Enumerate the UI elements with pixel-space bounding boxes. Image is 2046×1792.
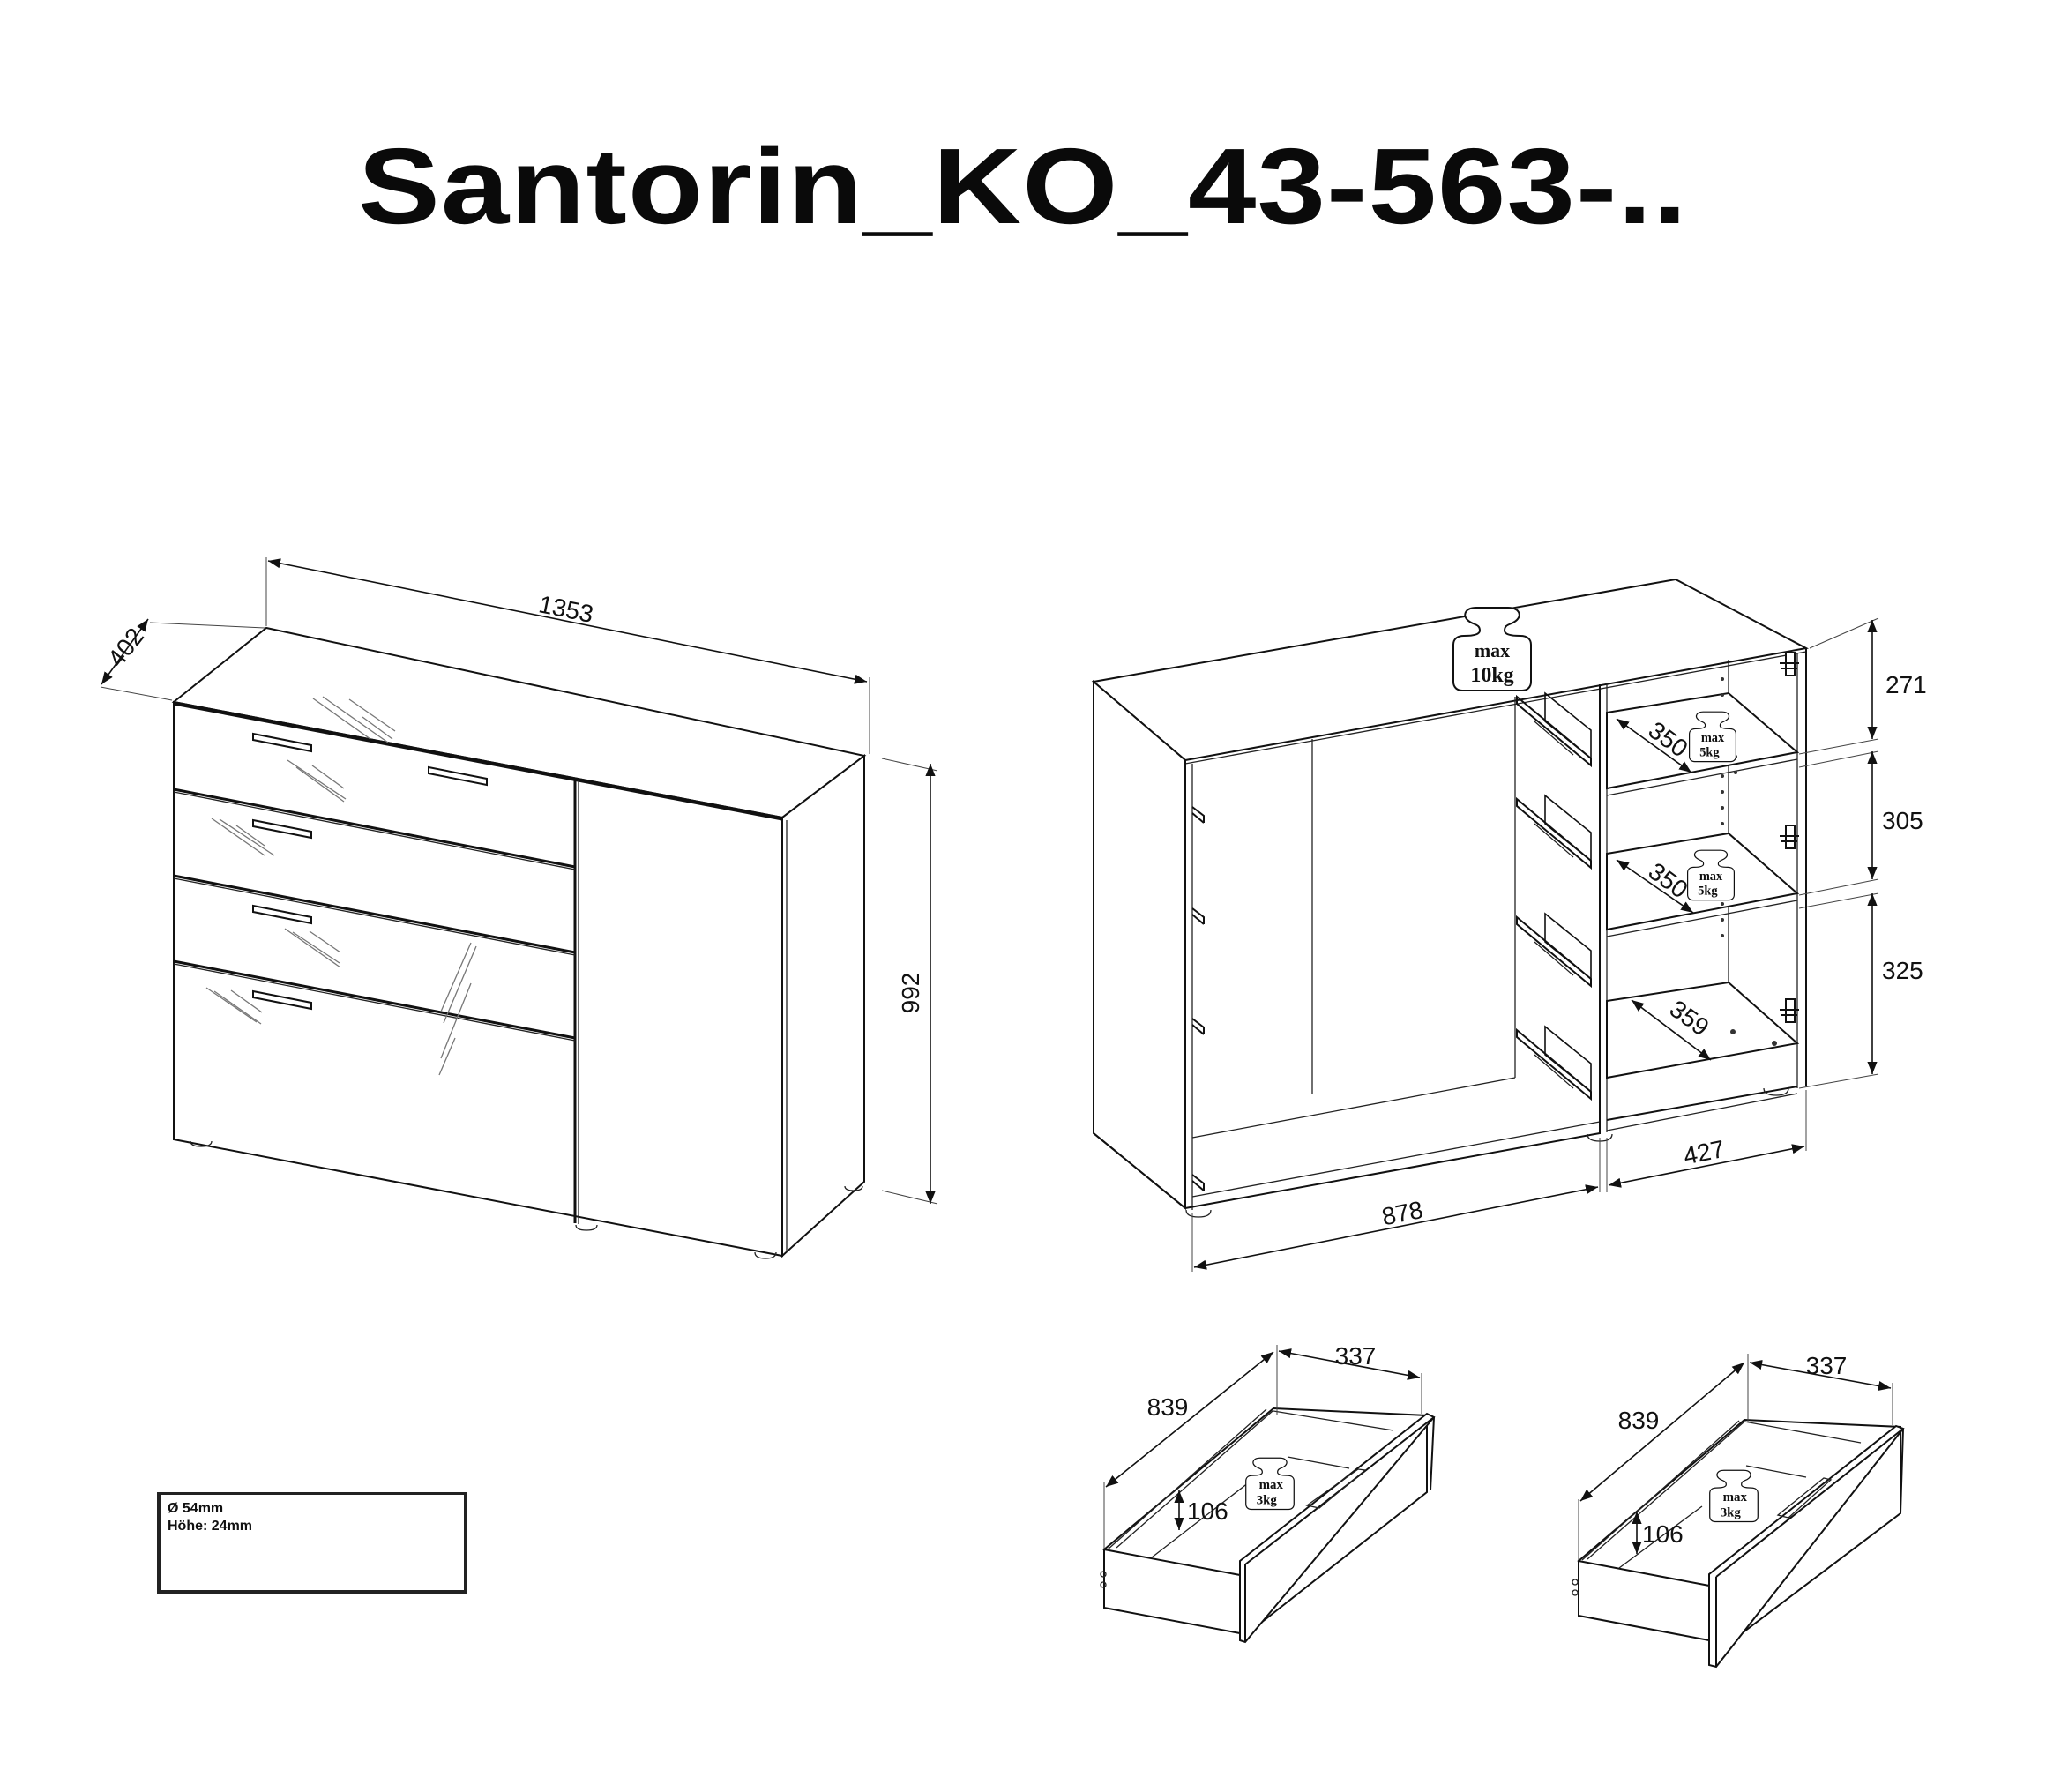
svg-text:5kg: 5kg <box>1699 746 1720 760</box>
shelf-pin-holes <box>1721 677 1777 1046</box>
drawer-3-edge <box>173 959 576 1040</box>
drawer-2-front <box>1708 1424 1905 1669</box>
door-section-width-line <box>1608 1144 1805 1188</box>
shelf-depth-line-1 <box>1616 718 1692 773</box>
height-dimension: 992 <box>897 973 924 1014</box>
foot-height-label: Höhe: 24mm <box>168 1519 253 1534</box>
weight-icon-drawer-1: max 3kg <box>1245 1457 1295 1511</box>
foot-legend-box: Ø 54mm Höhe: 24mm <box>157 1492 467 1594</box>
drawing-title: Santorin_KO_43-563-.. <box>357 126 1688 246</box>
drawer-2-width: 337 <box>1806 1352 1848 1379</box>
svg-text:3kg: 3kg <box>1257 1493 1278 1507</box>
drawer-2-length: 839 <box>1618 1407 1660 1434</box>
weight-icon-top: max 10kg <box>1452 607 1532 691</box>
width-dimension: 1353 <box>536 590 595 628</box>
svg-text:3kg: 3kg <box>1721 1505 1742 1519</box>
drawer-1-length: 839 <box>1147 1393 1189 1421</box>
open-cabinet-left-side <box>1093 679 1186 1211</box>
svg-text:5kg: 5kg <box>1698 885 1718 899</box>
door-section-width: 427 <box>1681 1135 1727 1169</box>
drawer-1-width: 337 <box>1335 1342 1377 1370</box>
depth-dimension: 402 <box>102 623 149 672</box>
svg-text:max: max <box>1723 1490 1748 1505</box>
drawer-1-front <box>1239 1412 1436 1644</box>
svg-text:10kg: 10kg <box>1470 664 1513 687</box>
drawer-section-width-line <box>1193 1184 1599 1270</box>
drawer-2-height: 106 <box>1642 1520 1684 1548</box>
drawer-detail-1: 839 337 106 max 3kg <box>1100 1342 1436 1644</box>
open-cabinet-view: max 10kg max 5kg max 5kg 350 350 359 <box>1091 578 1927 1272</box>
svg-text:max: max <box>1701 731 1725 745</box>
cabinet-feet <box>190 1140 863 1259</box>
cabinet-front <box>173 700 783 1258</box>
drawer-detail-2: 839 337 106 max 3kg <box>1572 1352 1905 1669</box>
width-dimension-line <box>267 558 868 684</box>
svg-text:max: max <box>1259 1478 1284 1492</box>
weight-icon-drawer-2: max 3kg <box>1709 1469 1759 1523</box>
door-handle <box>428 765 488 787</box>
drawer-runners <box>1191 691 1592 1191</box>
door-hinges <box>1780 652 1799 1023</box>
weight-icon-shelf-1: max 5kg <box>1688 711 1737 763</box>
cabinet-side <box>781 753 865 1258</box>
drawer-section-width: 878 <box>1379 1196 1425 1230</box>
shelf-depth-line-2 <box>1616 859 1694 914</box>
compartment-height-2: 305 <box>1882 807 1923 834</box>
drawer-1-height: 106 <box>1187 1497 1228 1525</box>
drawer-handles <box>252 732 488 1011</box>
glass-reflection-marks <box>205 696 477 1076</box>
svg-text:max: max <box>1699 870 1723 884</box>
weight-icon-shelf-2: max 5kg <box>1686 849 1736 901</box>
drawer-1-edge <box>173 788 576 869</box>
compartment-height-3: 325 <box>1882 957 1923 984</box>
bottom-depth-line <box>1631 999 1712 1061</box>
svg-text:max: max <box>1475 639 1510 661</box>
foot-diameter-label: Ø 54mm <box>168 1501 224 1516</box>
compartment-height-1: 271 <box>1885 671 1927 698</box>
depth-dimension-line <box>101 618 149 685</box>
drawer-2-edge <box>173 874 576 954</box>
closed-cabinet-view: 1353 402 992 <box>100 557 938 1259</box>
